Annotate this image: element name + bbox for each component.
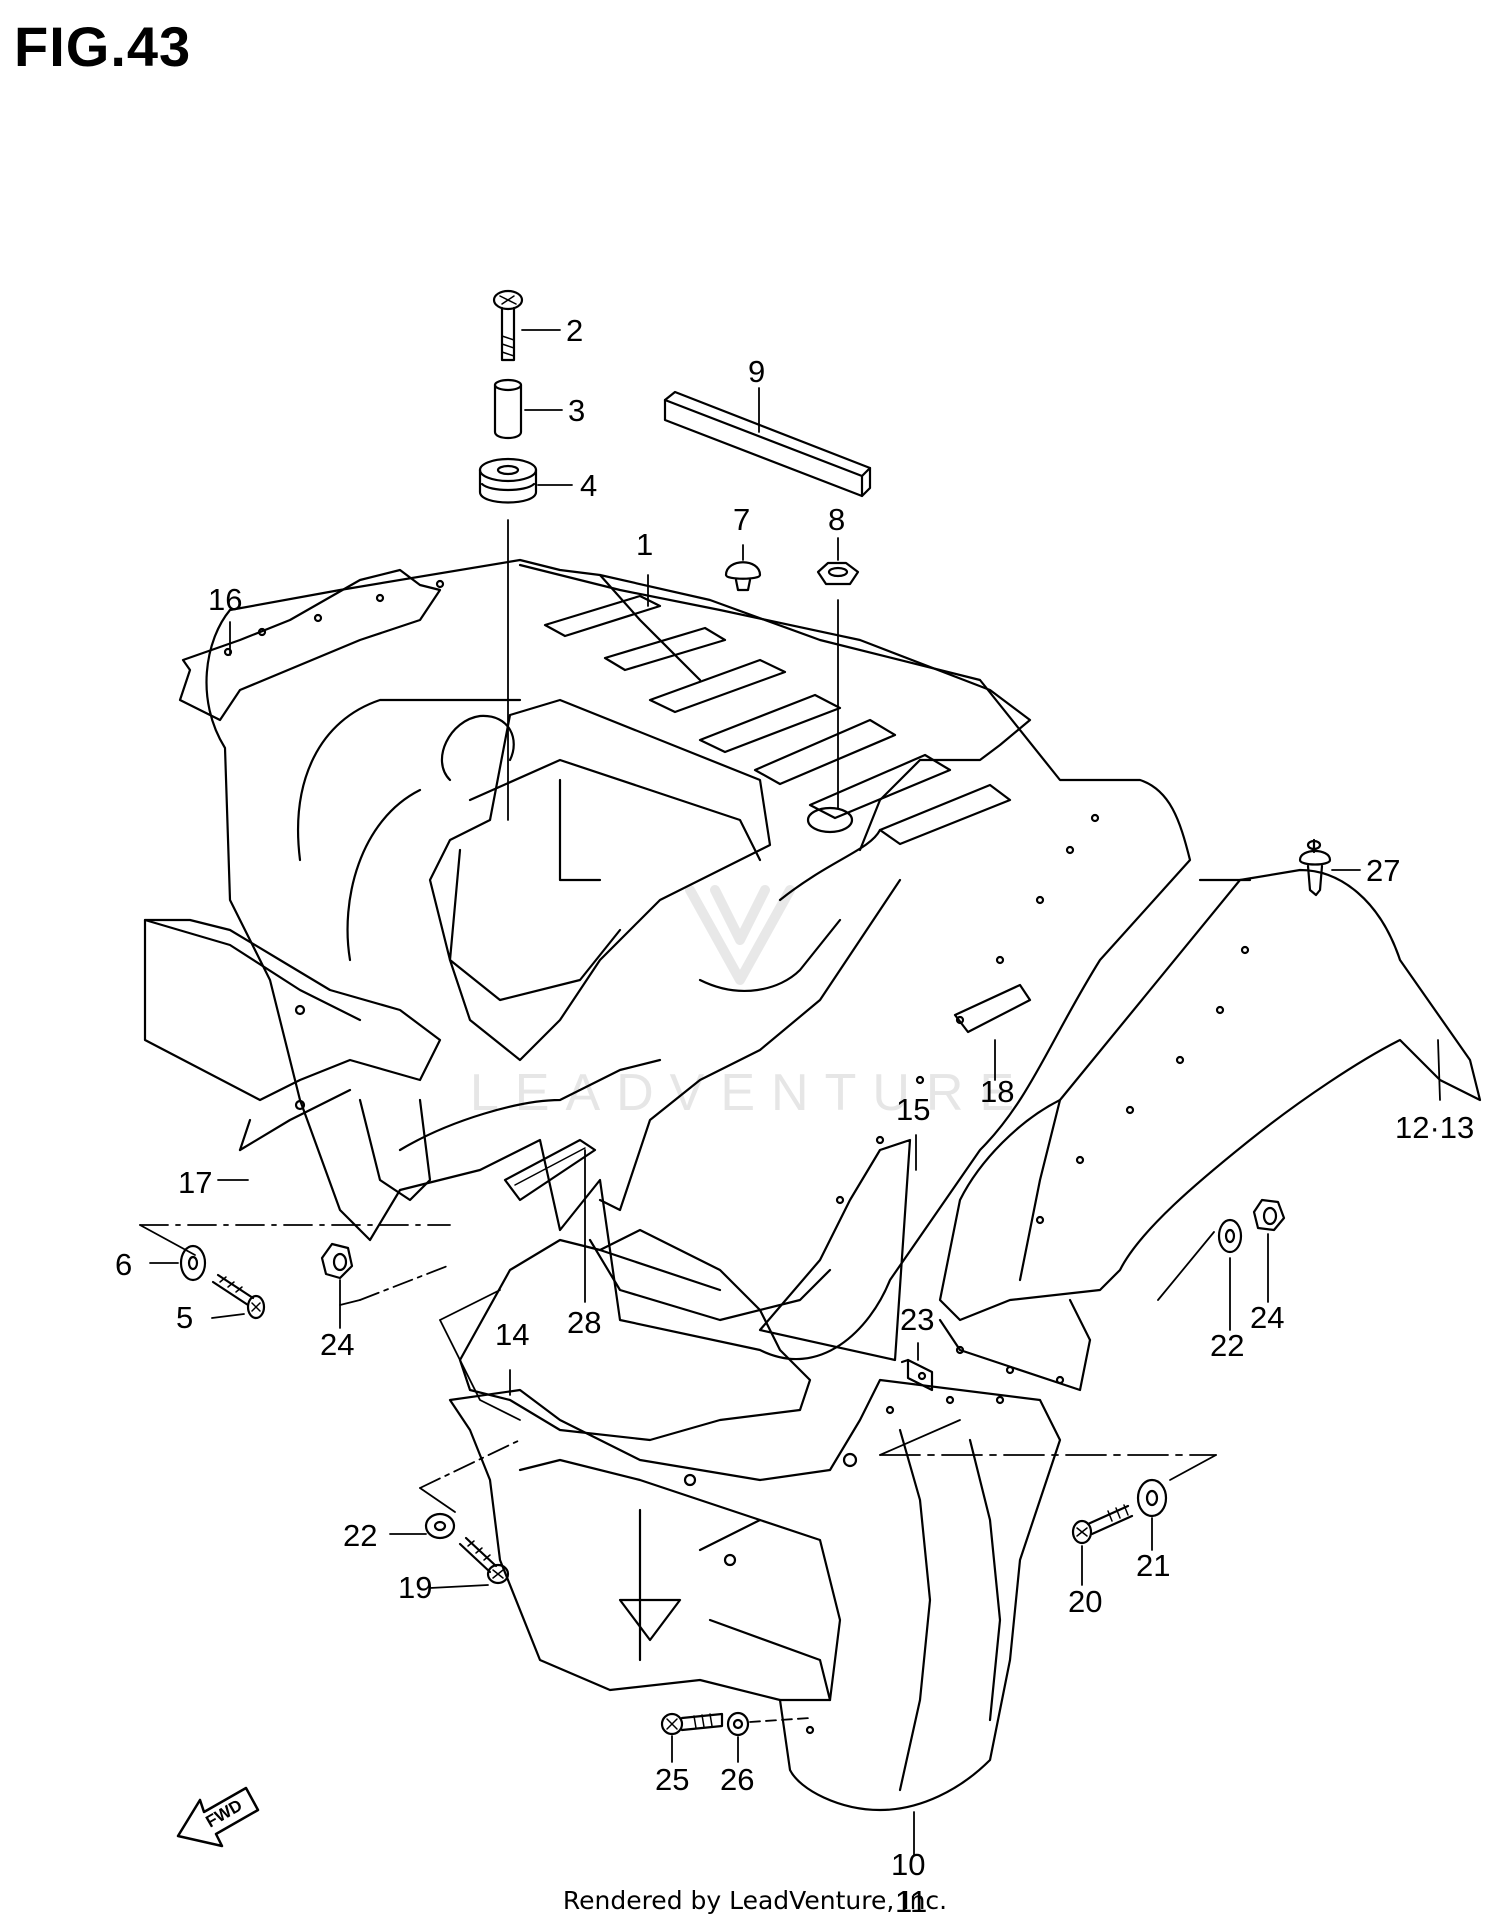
part-27-push-rivet [1298,838,1332,897]
footer-text: Rendered by LeadVenture, Inc. [562,1886,948,1915]
callout-12-13: 12·13 [1395,1110,1474,1145]
callout-24-left: 24 [320,1327,354,1362]
callout-4: 4 [580,468,597,503]
callout-17: 17 [178,1165,212,1200]
part-26-washer [726,1711,750,1737]
part-24-nut-left [320,1242,354,1280]
part-7-clip [724,561,762,592]
callout-18: 18 [980,1074,1014,1109]
part-19-screw [458,1536,510,1585]
watermark: LEADVENTURE [470,885,1030,1122]
callout-5: 5 [176,1300,193,1335]
part-25-bolt [660,1712,724,1736]
part-15-mud-flap [758,1138,912,1362]
callout-14: 14 [495,1317,529,1352]
decal-28-shape [503,1138,597,1202]
leader-lines [139,329,1441,1856]
callout-27: 27 [1366,853,1400,888]
part-14-inner-guard [458,1228,812,1442]
callout-22-left: 22 [343,1518,377,1553]
callout-15: 15 [896,1092,930,1127]
callout-6: 6 [115,1247,132,1282]
callout-7: 7 [733,502,750,537]
callout-2: 2 [566,313,583,348]
part-23-clamp [900,1358,934,1392]
callout-26: 26 [720,1762,754,1797]
watermark-text: LEADVENTURE [470,1064,1030,1122]
callout-10: 10 [891,1847,925,1882]
footer-credit: Rendered by LeadVenture, Inc. [0,1886,1500,1915]
callout-8: 8 [828,502,845,537]
part-3-collar [493,378,523,440]
callout-19: 19 [398,1570,432,1605]
callout-3: 3 [568,393,585,428]
callout-16: 16 [208,582,242,617]
callout-25: 25 [655,1762,689,1797]
callout-11: 11 [895,1884,927,1919]
part-12-13-right-fender [938,868,1482,1392]
fwd-arrow: FWD [176,1786,260,1848]
callout-23: 23 [900,1302,934,1337]
figure-title: FIG.43 [14,15,192,78]
part-5-screw [211,1273,266,1320]
callout-24-right: 24 [1250,1300,1284,1335]
part-10-11-lower-mudguard [448,1378,1062,1812]
fwd-arrow-icon [176,1786,260,1848]
part-9-foam-strip [663,390,872,498]
part-6-washer [179,1244,207,1282]
callout-28: 28 [567,1305,601,1340]
callout-1: 1 [636,527,653,562]
callout-21: 21 [1136,1548,1170,1583]
part-22-washer-left [424,1512,456,1540]
part-8-grommet-nut [816,561,860,586]
part-21-washer [1136,1478,1168,1518]
part-24-nut-right [1252,1198,1286,1232]
callout-20: 20 [1068,1584,1102,1619]
callout-22-right: 22 [1210,1328,1244,1363]
part-2-bolt [492,289,524,362]
part-22-washer-right [1217,1218,1243,1254]
watermark-logo-mark [685,885,795,985]
part-16-left-flap [178,568,442,722]
part-18-decal [953,983,1032,1034]
part-4-grommet [478,457,538,504]
part-20-bolt [1071,1504,1134,1545]
callout-labels: 1 2 3 4 5 6 7 8 9 10 11 12·13 14 15 16 1… [115,313,1474,1919]
callout-9: 9 [748,354,765,389]
part-17-left-bracket [143,918,442,1202]
rear-fender-body [205,558,1192,1361]
